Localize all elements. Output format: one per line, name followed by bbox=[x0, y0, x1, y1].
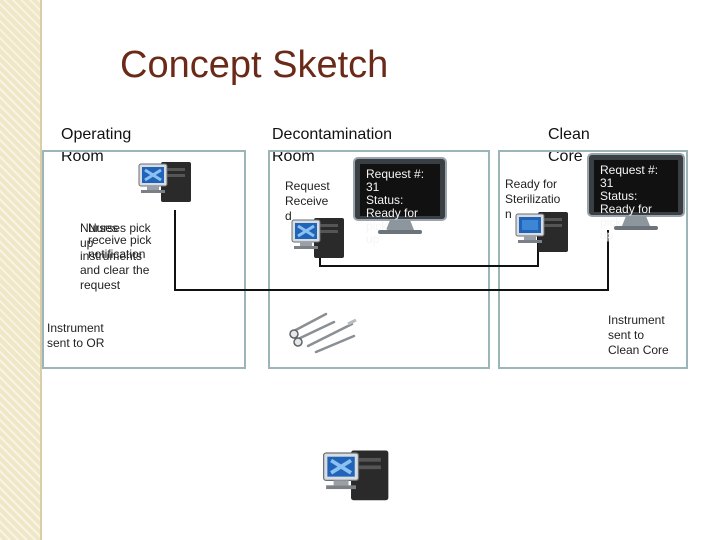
clean-core-box bbox=[498, 150, 688, 369]
or-note-overlap-b: Nurses bbox=[80, 221, 119, 235]
clean-screen: Request #: 31 Status: Ready for pick up bbox=[594, 160, 678, 242]
or-note-line3-a: notification bbox=[88, 247, 146, 261]
or-note-overlap-a: Nurses pick bbox=[88, 221, 151, 235]
heading-decon-line1: Decontamination bbox=[272, 126, 393, 143]
operating-room-box bbox=[42, 150, 246, 369]
decon-screen-status-label: Status: bbox=[366, 193, 404, 207]
or-note-line3-b: instruments bbox=[80, 249, 143, 263]
clean-core-computer-icon bbox=[512, 210, 572, 260]
clean-note-line2: Sterilizatio bbox=[505, 192, 561, 206]
heading-clean-line1: Clean bbox=[548, 126, 590, 143]
slide-title: Concept Sketch bbox=[120, 44, 389, 86]
surgical-instruments-icon bbox=[286, 306, 358, 361]
heading-decon-line2: Room bbox=[272, 148, 315, 165]
or-note-line4: and clear the bbox=[80, 263, 150, 277]
clean-screen-status-label: Status: bbox=[600, 189, 638, 203]
decon-status-monitor-icon: Request #: 31 Status: Ready for pick up bbox=[352, 156, 448, 246]
decon-note-line2: Receive bbox=[285, 194, 329, 208]
decon-screen-request: Request #: 31 bbox=[366, 167, 425, 194]
clean-bottom-note-line3: Clean Core bbox=[608, 343, 669, 357]
heading-or-line2: Room bbox=[61, 148, 104, 165]
clean-core-status-monitor-icon: Request #: 31 Status: Ready for pick up bbox=[586, 152, 686, 242]
decon-note-line1: Request bbox=[285, 179, 330, 193]
decon-screen: Request #: 31 Status: Ready for pick up bbox=[360, 164, 440, 246]
or-bottom-note-line1: Instrument bbox=[47, 321, 104, 335]
clean-bottom-note-line1: Instrument bbox=[608, 313, 665, 327]
decontamination-room-box bbox=[268, 150, 490, 369]
heading-clean-line2: Core bbox=[548, 148, 583, 165]
or-computer-icon bbox=[135, 160, 195, 210]
clean-screen-status-cont: up bbox=[600, 228, 614, 242]
sidebar-divider bbox=[40, 0, 42, 540]
heading-operating-room: Operating Room bbox=[61, 124, 131, 168]
heading-or-line1: Operating bbox=[61, 126, 132, 143]
decon-screen-status-value: Ready for pick bbox=[366, 206, 419, 233]
decon-note-line3: d bbox=[285, 209, 292, 223]
bottom-computer-icon bbox=[318, 448, 394, 509]
decon-computer-icon bbox=[288, 216, 348, 266]
or-note-line5: request bbox=[80, 278, 121, 292]
clean-note-line3: n bbox=[505, 207, 512, 221]
heading-decontamination-room: Decontamination Room bbox=[272, 124, 392, 168]
heading-clean-core: Clean Core bbox=[548, 124, 590, 168]
or-bottom-note-line2: sent to OR bbox=[47, 336, 105, 350]
decon-screen-status-cont: up bbox=[366, 232, 380, 246]
clean-screen-status-value: Ready for pick bbox=[600, 202, 653, 229]
or-note-line2-b: up bbox=[80, 236, 94, 250]
decorative-sidebar bbox=[0, 0, 40, 540]
bottom-connection-line bbox=[174, 210, 609, 291]
or-note-line2-a: receive pick bbox=[88, 233, 152, 247]
clean-bottom-note-line2: sent to bbox=[608, 328, 645, 342]
clean-screen-request: Request #: 31 bbox=[600, 163, 659, 190]
clean-note-line1: Ready for bbox=[505, 177, 558, 191]
